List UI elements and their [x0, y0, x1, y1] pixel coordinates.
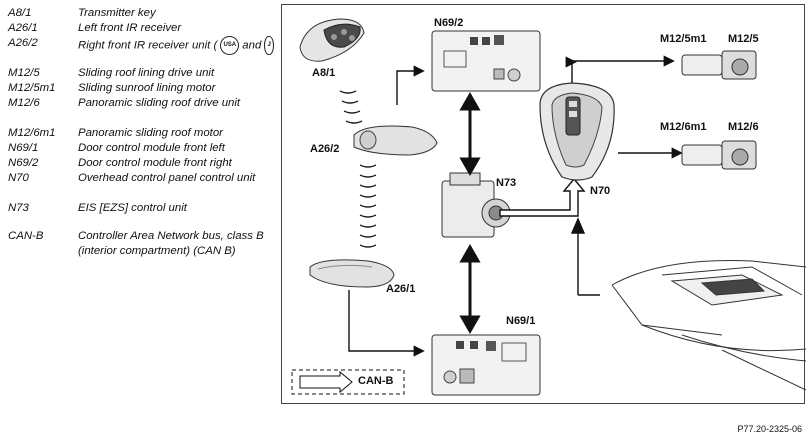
legend-desc: Sliding sunroof lining motor: [78, 82, 216, 94]
legend-code: A26/2: [8, 37, 38, 49]
label-a26-1: A26/1: [386, 283, 416, 295]
label-a8-1: A8/1: [312, 67, 336, 79]
door-module-right-icon: [431, 30, 541, 92]
label-n69-1: N69/1: [506, 315, 536, 327]
legend-desc: Sliding roof lining drive unit: [78, 67, 215, 79]
legend-row: N69/1 Door control module front left: [8, 141, 276, 156]
legend-desc: Left front IR receiver: [78, 22, 182, 34]
label-n73: N73: [496, 177, 517, 189]
legend-desc: EIS [EZS] control unit: [78, 202, 187, 214]
legend-code: A26/1: [8, 22, 38, 34]
legend-code: M12/6: [8, 97, 40, 109]
can-b-legend-box: [291, 369, 405, 395]
left-ir-receiver-icon: [309, 259, 395, 288]
legend-desc: Door control module front right: [78, 157, 232, 169]
legend-desc-and: and: [242, 39, 262, 52]
legend-row: M12/5 Sliding roof lining drive unit: [8, 66, 276, 81]
right-ir-receiver-icon: [353, 125, 438, 156]
legend-code: N69/1: [8, 142, 39, 154]
legend: A8/1 Transmitter key A26/1 Left front IR…: [8, 6, 276, 274]
diagram-frame: N69/2 A8/1 A26/2 N73 A26/1 N69/1 N70 M12…: [281, 4, 806, 404]
legend-desc: Panoramic sliding roof drive unit: [78, 97, 241, 109]
label-a26-2: A26/2: [310, 143, 340, 155]
legend-code: M12/6m1: [8, 127, 56, 139]
vehicle-roof-icon: [611, 260, 806, 391]
signal-arrows: [348, 55, 683, 357]
legend-code: M12/5m1: [8, 82, 56, 94]
label-n70: N70: [590, 185, 611, 197]
legend-desc-wrap: Right front IR receiver unit ( USA and J: [78, 36, 276, 55]
transmitter-key-icon: [299, 18, 365, 62]
legend-desc: Panoramic sliding roof motor: [78, 127, 223, 139]
legend-row: CAN-B Controller Area Network bus, class…: [8, 229, 276, 274]
panoramic-roof-drive-motor-icon: [681, 140, 757, 170]
legend-desc: Controller Area Network bus, class B (in…: [78, 230, 264, 257]
legend-row: A26/1 Left front IR receiver: [8, 21, 276, 36]
can-b-link-arrows: [459, 91, 481, 335]
legend-code: N70: [8, 172, 29, 184]
legend-desc: Transmitter key: [78, 7, 156, 19]
figure-reference: P77.20-2325-06: [737, 424, 802, 434]
usa-badge-icon: USA: [220, 36, 240, 55]
legend-row: N69/2 Door control module front right: [8, 156, 276, 171]
door-module-left-icon: [431, 334, 541, 396]
legend-code: N69/2: [8, 157, 39, 169]
legend-row: A26/2 Right front IR receiver unit ( USA…: [8, 36, 276, 66]
legend-row: A8/1 Transmitter key: [8, 6, 276, 21]
legend-row: N73 EIS [EZS] control unit: [8, 201, 276, 229]
legend-code: A8/1: [8, 7, 32, 19]
eis-control-unit-icon: [441, 172, 511, 238]
label-m12-5m1: M12/5m1: [660, 33, 707, 45]
legend-desc: Right front IR receiver unit (: [78, 39, 218, 52]
legend-row: M12/6 Panoramic sliding roof drive unit: [8, 96, 276, 126]
legend-code: CAN-B: [8, 230, 44, 242]
legend-desc: Door control module front left: [78, 142, 225, 154]
overhead-control-panel-icon: [539, 82, 615, 181]
legend-row: M12/5m1 Sliding sunroof lining motor: [8, 81, 276, 96]
label-m12-6: M12/6: [728, 121, 759, 133]
label-n69-2: N69/2: [434, 17, 464, 29]
legend-row: N70 Overhead control panel control unit: [8, 171, 276, 201]
label-can-b: CAN-B: [358, 375, 394, 387]
other-market-badge-icon: J: [264, 36, 274, 55]
sliding-roof-drive-motor-icon: [681, 50, 757, 80]
can-b-hollow-arrow: [499, 177, 586, 217]
label-m12-6m1: M12/6m1: [660, 121, 707, 133]
legend-row: M12/6m1 Panoramic sliding roof motor: [8, 126, 276, 141]
legend-desc: Overhead control panel control unit: [78, 172, 256, 184]
legend-code: M12/5: [8, 67, 40, 79]
label-m12-5: M12/5: [728, 33, 759, 45]
diagram-canvas: [291, 18, 806, 396]
legend-code: N73: [8, 202, 29, 214]
ir-signal-waves-icon: [339, 90, 377, 248]
